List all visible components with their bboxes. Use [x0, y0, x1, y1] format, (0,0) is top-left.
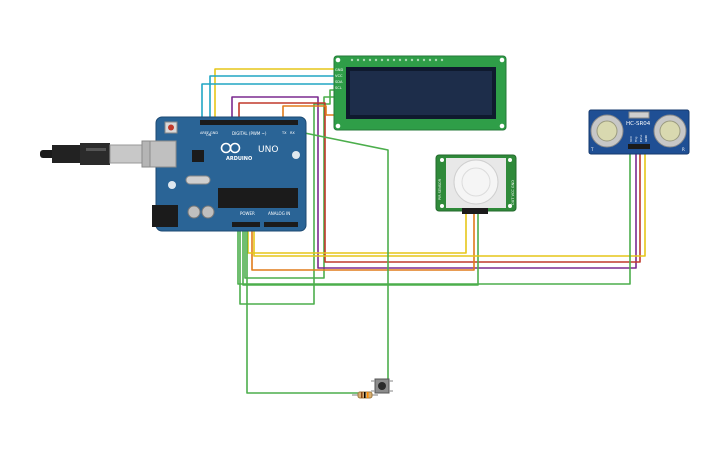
atmega-chip	[218, 188, 298, 208]
arduino-uno-board[interactable]: DIGITAL (PWM ~) AREF GND TX RX ARDUINO U…	[149, 116, 307, 232]
lcd-pin-row	[350, 58, 444, 62]
ultrasonic-pin-trig: Trig	[634, 137, 638, 143]
pushbutton[interactable]	[371, 378, 393, 394]
lcd-pin-vcc: VCC	[335, 74, 343, 78]
crystal	[185, 175, 211, 185]
wire-lcd-gnd	[239, 89, 340, 305]
analog-header	[264, 222, 298, 227]
ultrasonic-sensor[interactable]: HC-SR04 T R VCC Trig Echo GND	[588, 109, 690, 155]
pir-dome-icon	[453, 159, 499, 205]
ultrasonic-pin-header	[628, 144, 650, 149]
lcd-mounting-hole	[499, 57, 505, 63]
wire-pir-yellow	[247, 213, 467, 254]
ultrasonic-t-mark: T	[590, 147, 594, 152]
ultrasonic-pin-gnd: GND	[644, 134, 648, 142]
tx-label: TX	[281, 131, 287, 135]
lcd-screen	[350, 71, 492, 115]
lcd-pin-scl: SCL	[335, 86, 342, 90]
usb-chip	[192, 150, 204, 162]
crystal	[628, 111, 650, 119]
pir-mounting-hole	[440, 204, 444, 208]
power-jack-icon	[152, 205, 178, 227]
rx-label: RX	[290, 131, 295, 135]
power-header	[232, 222, 260, 227]
lcd-mounting-hole	[499, 123, 505, 129]
model-label: UNO	[258, 145, 278, 155]
power-label: POWER	[240, 211, 255, 216]
lcd-mounting-hole	[335, 123, 341, 129]
capacitor	[201, 205, 215, 219]
ultrasonic-r-mark: R	[682, 147, 685, 152]
pir-sensor[interactable]: PIR SENSOR OUT VCC GND	[435, 154, 517, 214]
mounting-hole	[292, 151, 300, 159]
pir-mounting-hole	[440, 158, 444, 162]
pir-mounting-hole	[508, 158, 512, 162]
pir-right-label: OUT VCC GND	[511, 180, 515, 205]
wire-lcd-cyan	[209, 75, 340, 122]
ultrasonic-pin-vcc: VCC	[629, 136, 633, 142]
pushbutton-cap-icon	[378, 382, 386, 390]
ultrasonic-pin-echo: Echo	[639, 135, 643, 142]
wire-button-green2	[246, 226, 358, 394]
pir-left-label: PIR SENSOR	[438, 178, 442, 200]
wire-purple	[231, 96, 637, 269]
lcd-pin-sda: SDA	[335, 80, 343, 84]
lcd-pin-gnd: GND	[335, 68, 343, 72]
wire-lcd-cyan2	[201, 83, 340, 122]
wire-red	[238, 102, 641, 263]
wires	[201, 68, 646, 394]
aref-label: AREF	[200, 131, 209, 135]
analog-label: ANALOG IN	[268, 211, 290, 216]
resistor[interactable]	[352, 391, 378, 399]
pir-pin-header	[462, 208, 488, 214]
capacitor	[187, 205, 201, 219]
arduino-logo-icon	[220, 142, 241, 154]
on-label: ON	[206, 133, 212, 137]
digital-header	[200, 120, 298, 125]
wire-pir-orange	[251, 213, 475, 271]
brand-label: ARDUINO	[226, 156, 252, 162]
pir-mounting-hole	[508, 204, 512, 208]
wire-pir-green	[242, 213, 479, 286]
transducer-r-mesh	[659, 120, 681, 142]
wire-us-green	[237, 148, 631, 285]
usb-port	[149, 140, 177, 168]
lcd-display[interactable]: GND VCC SDA SCL	[333, 55, 507, 131]
wire-lcd-yellow	[214, 68, 340, 122]
digital-header-label: DIGITAL (PWM ~)	[232, 131, 267, 136]
lcd-mounting-hole	[335, 57, 341, 63]
wire-us-yellow	[253, 148, 646, 257]
ultrasonic-model-label: HC-SR04	[626, 121, 651, 127]
reset-button-cap-icon	[168, 124, 174, 131]
gnd-label: GND	[210, 131, 218, 135]
transducer-t-mesh	[596, 120, 618, 142]
mounting-hole	[168, 181, 176, 189]
usb-cable	[40, 140, 165, 168]
wire-lcd-vcc	[244, 96, 340, 279]
